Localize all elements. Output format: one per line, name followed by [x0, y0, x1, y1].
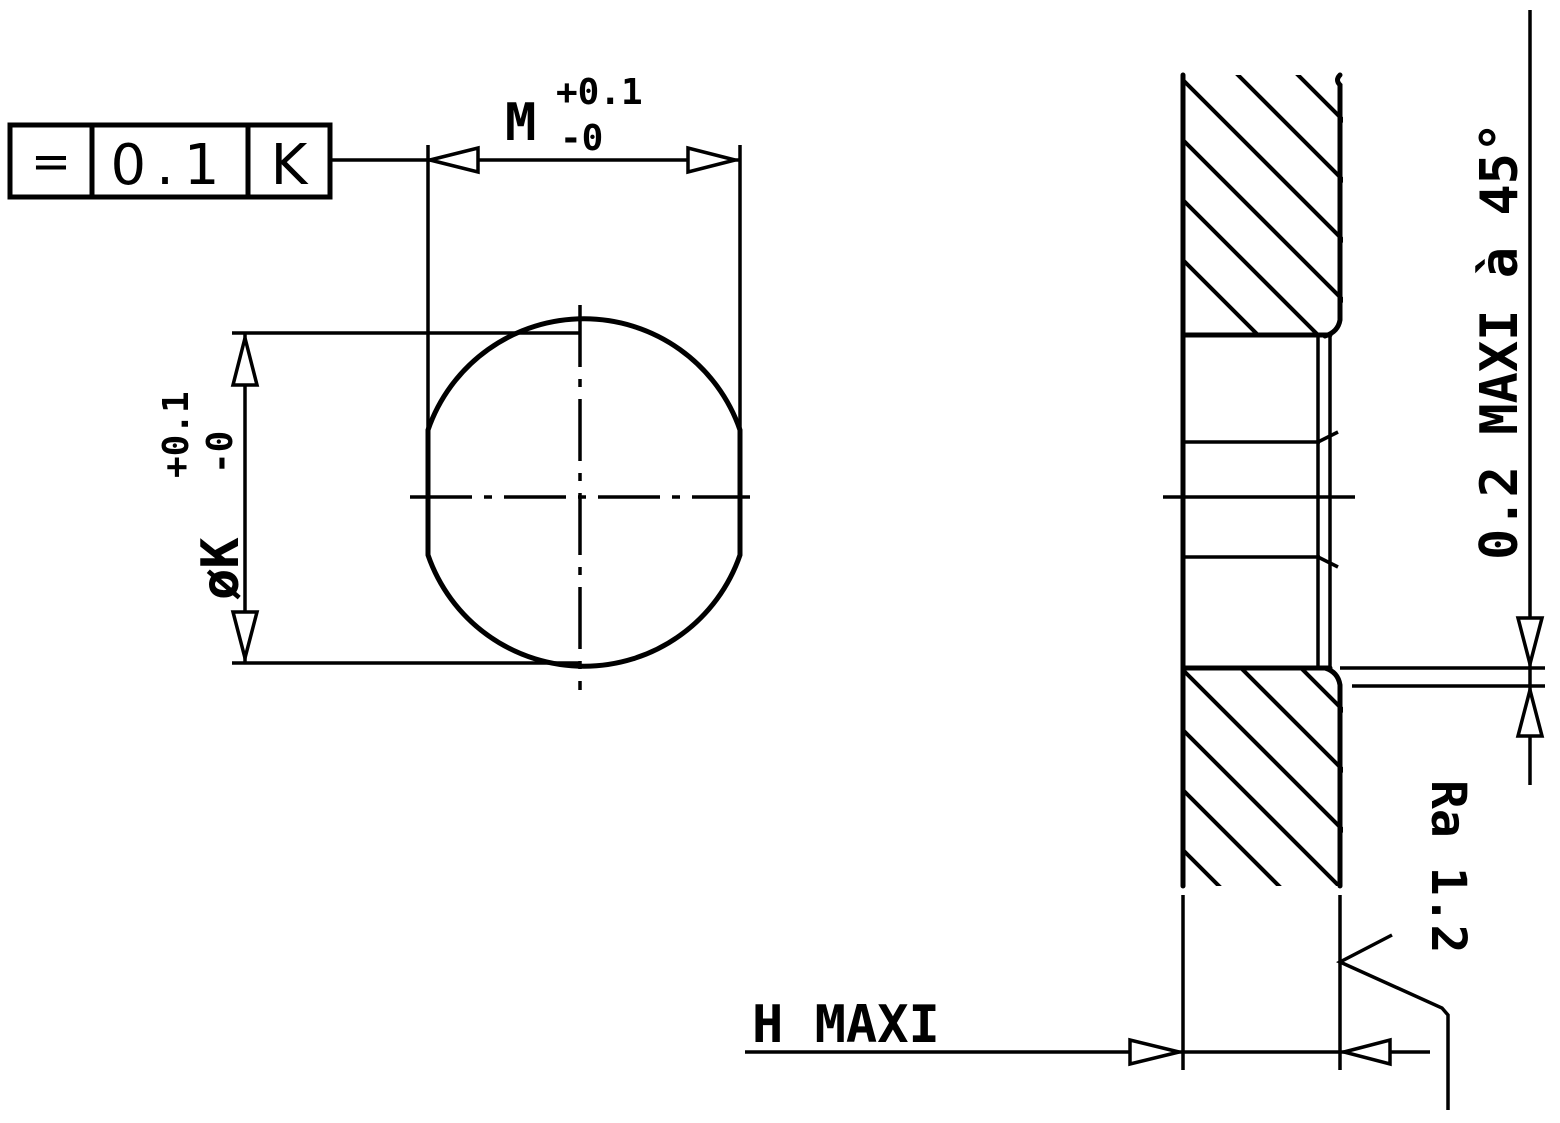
symmetry-symbol: =: [31, 134, 71, 190]
arrow-left-icon: [429, 145, 480, 175]
hatch-bottom: [1183, 668, 1343, 886]
section-view: [745, 10, 1545, 1110]
hole-view: [230, 145, 750, 690]
arrow-up-icon: [230, 337, 260, 387]
m-upper-tolerance: +0.1: [556, 72, 643, 113]
k-upper-tolerance: +0.1: [156, 391, 197, 478]
roughness-symbol: [1335, 933, 1450, 1110]
datum-reference: K: [271, 133, 309, 198]
k-lower-tolerance: -0: [200, 431, 241, 474]
arrow-down-icon: [230, 610, 260, 665]
roughness-note: Ra 1.2: [1420, 780, 1476, 953]
section-right-edge-top: [1322, 72, 1343, 339]
h-maxi-label: H MAXI: [752, 995, 940, 1055]
m-lower-tolerance: -0: [560, 118, 603, 159]
chamfer-note: 0.2 MAXI à 45°: [1470, 122, 1530, 560]
h-arrow-left-icon: [1128, 1037, 1180, 1067]
chamfer-arrow-down-icon: [1515, 616, 1545, 671]
hole-outline: [425, 316, 743, 669]
feature-control-frame: = 0.1 K: [7, 122, 425, 200]
k-dimension-label: øK: [191, 537, 251, 600]
tolerance-value: 0.1: [110, 133, 229, 198]
hatch-top: [1183, 75, 1343, 335]
chamfer-arrow-up-icon: [1515, 683, 1545, 738]
arrow-right-icon: [686, 145, 736, 175]
h-arrow-right-icon: [1337, 1037, 1392, 1067]
m-dimension-label: M: [505, 93, 536, 153]
